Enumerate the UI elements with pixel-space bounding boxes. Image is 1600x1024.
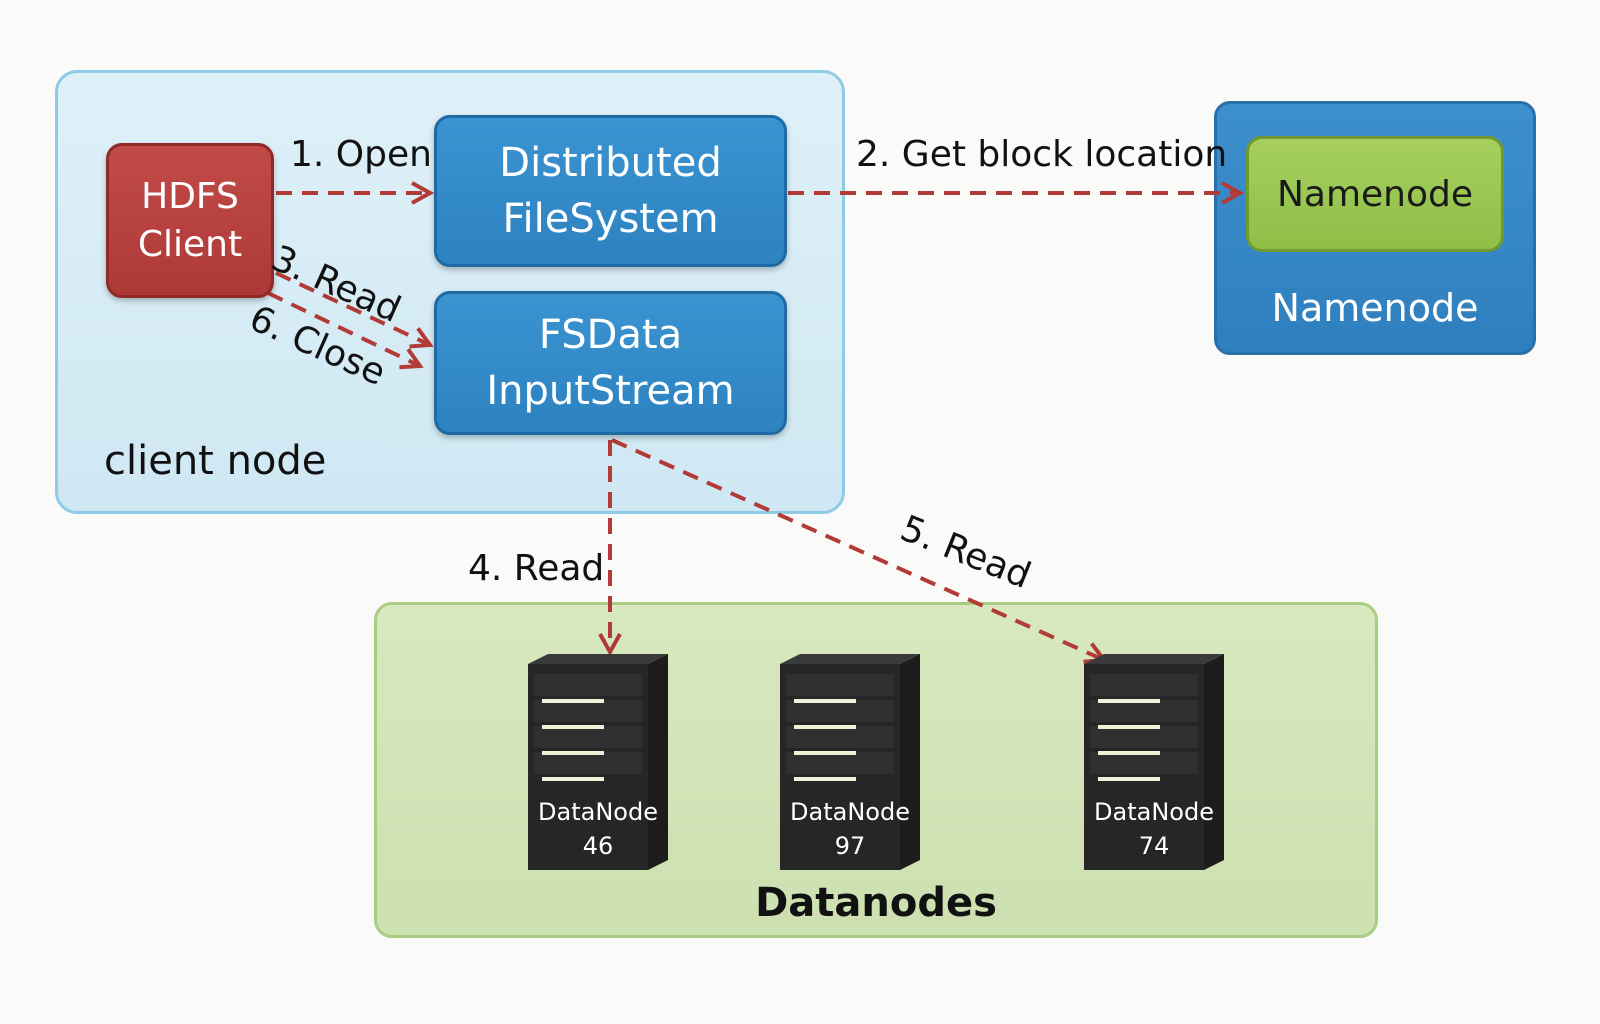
datanode-id: 74 [1138, 832, 1170, 860]
datanode-name: DataNode [790, 798, 910, 826]
arrow-read-3 [275, 271, 430, 345]
server-rack-icon [1084, 654, 1224, 870]
fsdata-inputstream-box: FSData InputStream [434, 291, 787, 435]
datanodes-label: Datanodes [755, 880, 997, 926]
datanode-server-46: DataNode 46 [528, 654, 668, 870]
hdfs-client-line1: HDFS [141, 175, 239, 217]
edge-label-get-block-location: 2. Get block location [856, 134, 1228, 175]
distributed-fs-line1: Distributed [499, 140, 722, 186]
arrow-read-5 [611, 438, 1104, 660]
datanode-name: DataNode [538, 798, 658, 826]
arrow-close-6 [267, 291, 420, 366]
datanode-name: DataNode [1094, 798, 1214, 826]
client-node-label: client node [104, 438, 327, 484]
hdfs-client-line2: Client [137, 223, 243, 265]
server-rack-icon [528, 654, 668, 870]
fsdata-line1: FSData [538, 312, 683, 358]
namenode-inner-label: Namenode [1276, 173, 1474, 215]
hdfs-client-box: HDFS Client [106, 143, 274, 298]
fsdata-line2: InputStream [486, 368, 735, 414]
edge-label-read-4: 4. Read [468, 548, 605, 589]
datanode-id: 97 [834, 832, 866, 860]
datanode-id: 46 [582, 832, 614, 860]
distributed-fs-line2: FileSystem [502, 196, 719, 242]
edge-label-open: 1. Open [290, 134, 432, 175]
distributed-filesystem-box: Distributed FileSystem [434, 115, 787, 267]
namenode-container-label: Namenode [1271, 286, 1479, 330]
datanode-server-97: DataNode 97 [780, 654, 920, 870]
namenode-inner-box: Namenode [1246, 136, 1504, 252]
server-rack-icon [780, 654, 920, 870]
datanode-server-74: DataNode 74 [1084, 654, 1224, 870]
